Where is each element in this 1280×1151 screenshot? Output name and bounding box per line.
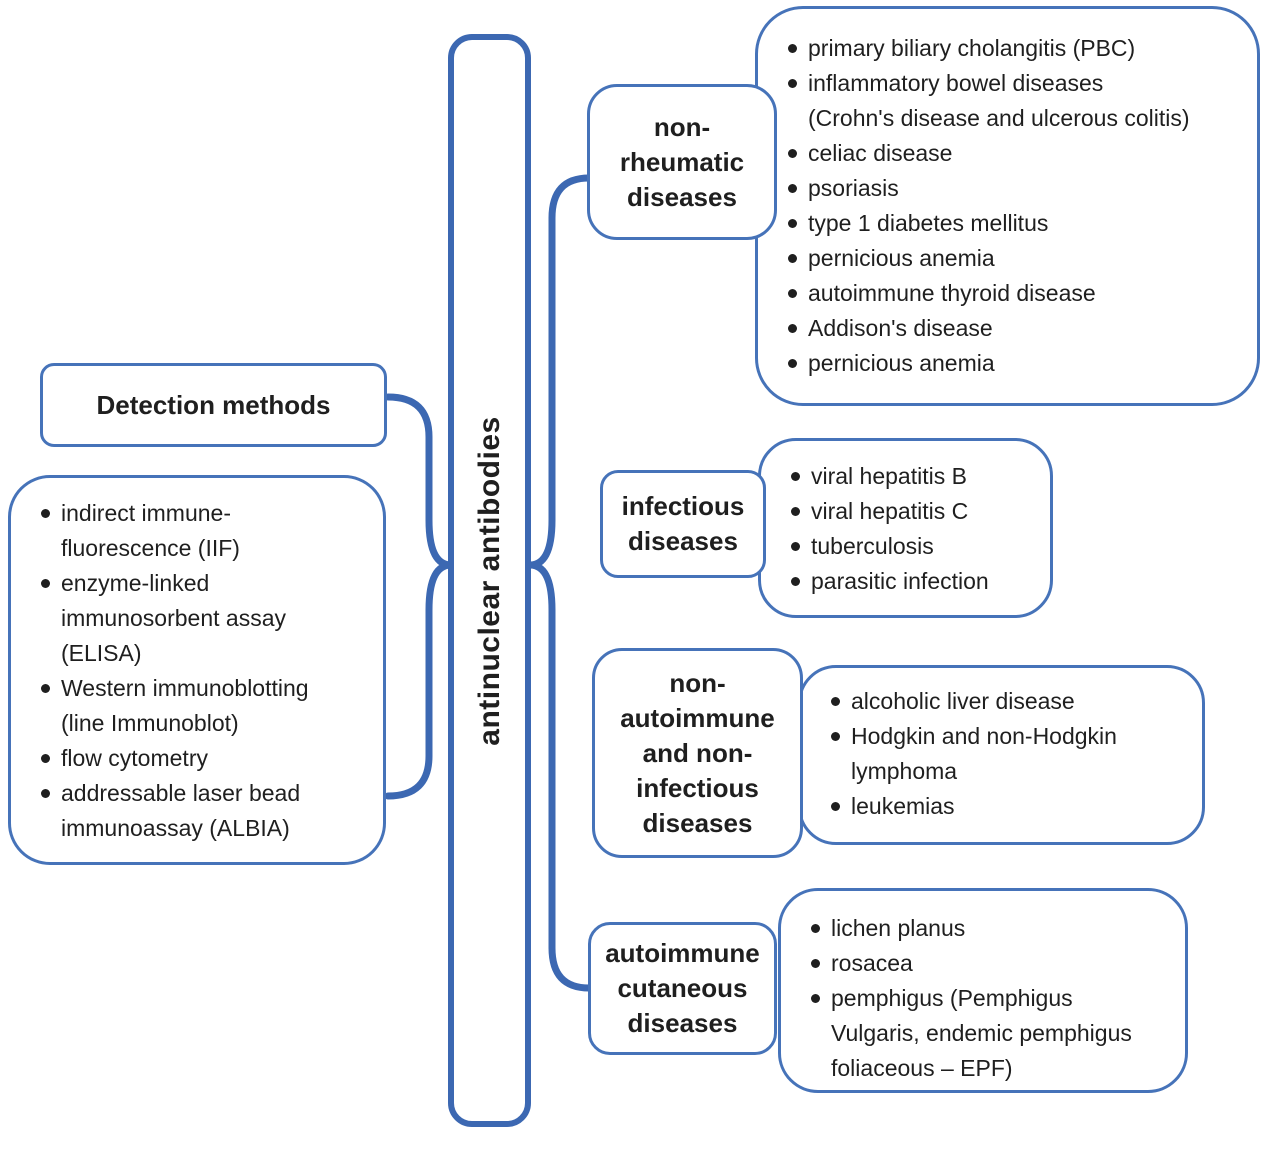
non-rheumatic-diseases-label: non- rheumatic diseases: [587, 84, 777, 240]
list-item: viral hepatitis C: [761, 494, 1050, 529]
list-item: flow cytometry: [11, 741, 383, 776]
list-item: pernicious anemia: [758, 346, 1257, 381]
list-item: viral hepatitis B: [761, 459, 1050, 494]
list-item: celiac disease: [758, 136, 1257, 171]
autoimmune-cutaneous-label: autoimmune cutaneous diseases: [588, 922, 777, 1055]
list-item: alcoholic liver disease: [801, 684, 1202, 719]
list-item: lichen planus: [781, 911, 1185, 946]
list-item: Western immunoblotting (line Immunoblot): [11, 671, 383, 741]
non-rheumatic-diseases-list: primary biliary cholangitis (PBC)inflamm…: [755, 6, 1260, 406]
list-item: pemphigus (Pemphigus Vulgaris, endemic p…: [781, 981, 1185, 1086]
infectious-diseases-label: infectious diseases: [600, 470, 766, 578]
non-autoimmune-non-infectious-label: non- autoimmune and non- infectious dise…: [592, 648, 803, 858]
detection-methods-header: Detection methods: [40, 363, 387, 447]
list-item: psoriasis: [758, 171, 1257, 206]
list-item: primary biliary cholangitis (PBC): [758, 31, 1257, 66]
list-item: type 1 diabetes mellitus: [758, 206, 1257, 241]
list-item: autoimmune thyroid disease: [758, 276, 1257, 311]
left-brace: [384, 393, 452, 800]
list-item: addressable laser bead immunoassay (ALBI…: [11, 776, 383, 846]
list-item: parasitic infection: [761, 564, 1050, 599]
list-item: inflammatory bowel diseases (Crohn's dis…: [758, 66, 1257, 136]
list-item: leukemias: [801, 789, 1202, 824]
central-bar: antinuclear antibodies: [448, 34, 531, 1127]
detection-methods-title: Detection methods: [96, 389, 331, 420]
detection-methods-list: indirect immune- fluorescence (IIF)enzym…: [8, 475, 386, 865]
central-bar-label: antinuclear antibodies: [472, 415, 506, 746]
list-item: pernicious anemia: [758, 241, 1257, 276]
group-label: non- rheumatic diseases: [619, 111, 745, 212]
right-brace: [529, 174, 593, 992]
list-item: indirect immune- fluorescence (IIF): [11, 496, 383, 566]
group-label: non- autoimmune and non- infectious dise…: [620, 667, 775, 838]
list-item: enzyme-linked immunosorbent assay (ELISA…: [11, 566, 383, 671]
list-item: tuberculosis: [761, 529, 1050, 564]
group-label: autoimmune cutaneous diseases: [605, 938, 760, 1038]
group-label: infectious diseases: [621, 491, 745, 556]
list-item: rosacea: [781, 946, 1185, 981]
list-item: Hodgkin and non-Hodgkin lymphoma: [801, 719, 1202, 789]
list-item: Addison's disease: [758, 311, 1257, 346]
